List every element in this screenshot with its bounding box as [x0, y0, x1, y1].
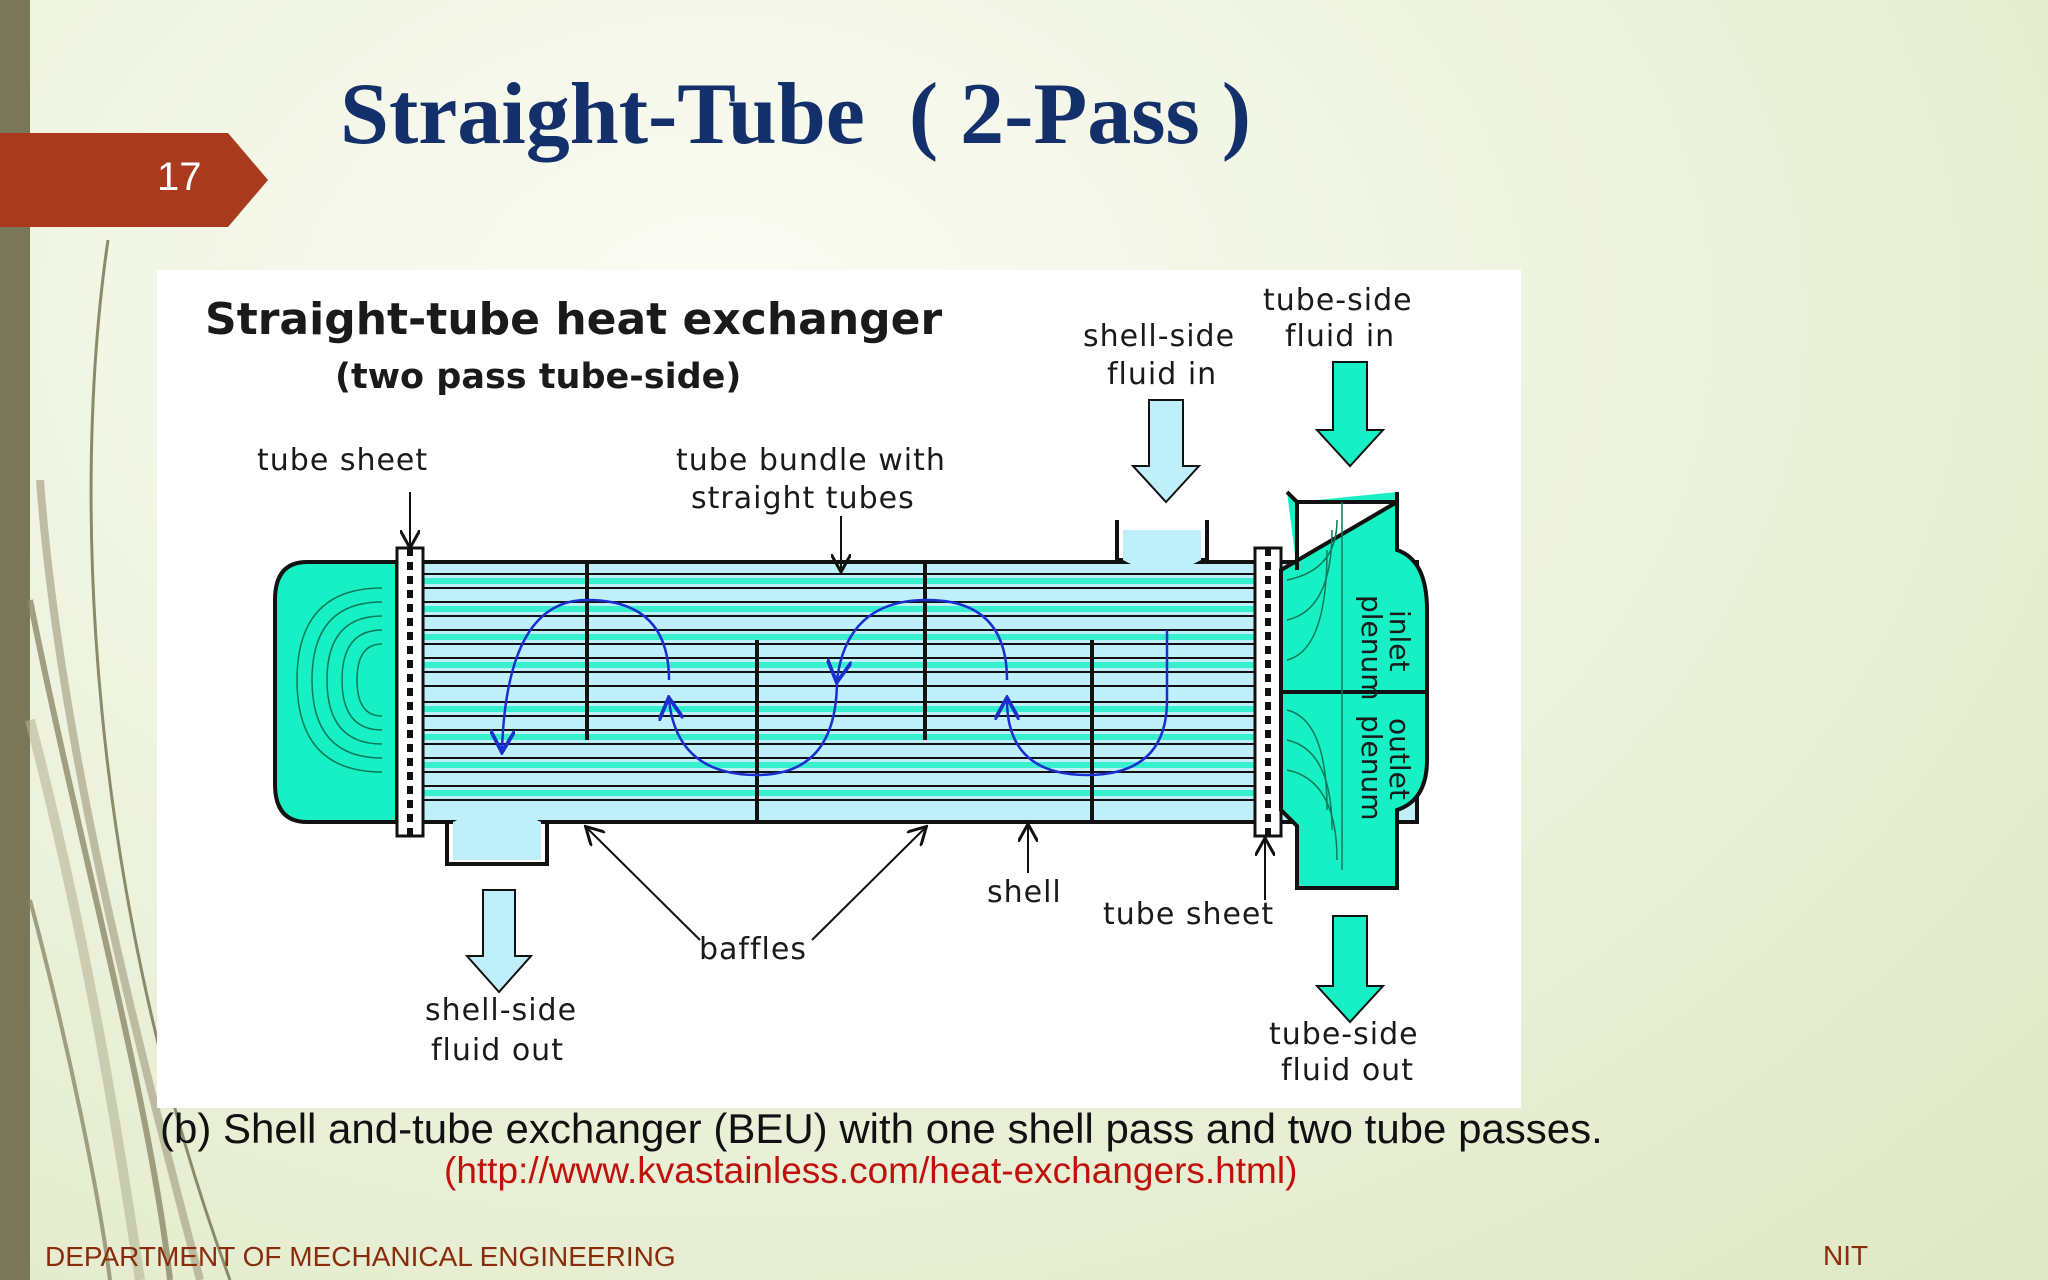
slide-title: Straight-Tube ( 2-Pass ): [340, 66, 1252, 163]
diagram-subheading: (two pass tube-side): [335, 357, 741, 397]
shell-outlet-nozzle: [453, 811, 541, 860]
tube-bundle-label-2: straight tubes: [691, 481, 915, 516]
tube-inlet-arrow: [1314, 361, 1386, 468]
footer-department: DEPARTMENT OF MECHANICAL ENGINEERING: [45, 1241, 676, 1272]
diagram-heading: Straight-tube heat exchanger: [205, 294, 943, 345]
baffles-label: baffles: [699, 932, 807, 967]
shell-label: shell: [987, 875, 1062, 910]
baffles: [585, 562, 1094, 822]
tube-bundle-label-1: tube bundle with: [676, 443, 946, 478]
shell-outlet-arrow: [464, 889, 534, 994]
inlet-plenum-label-1: inlet: [1383, 610, 1416, 672]
outlet-plenum-label-1: outlet: [1383, 718, 1416, 800]
page-number-tab: [0, 133, 268, 227]
left-head: [273, 560, 399, 824]
shell-flow-path: [502, 598, 1169, 777]
tube-bundle: [397, 573, 1257, 801]
shell-out-label-2: fluid out: [431, 1033, 564, 1068]
shell-inlet-arrow: [1130, 399, 1202, 504]
outlet-plenum-label-2: plenum: [1355, 715, 1388, 821]
inlet-plenum-label-2: plenum: [1355, 595, 1388, 701]
page-number: 17: [157, 155, 202, 199]
figure-caption: (b) Shell and-tube exchanger (BEU) with …: [160, 1105, 1603, 1152]
shell-in-label-1: shell-side: [1083, 319, 1235, 354]
heat-exchanger-figure: Straight-tube heat exchanger (two pass t…: [157, 270, 1521, 1108]
shell-inlet-nozzle: [1123, 530, 1201, 571]
decorative-stripes: [25, 239, 232, 1280]
tube-in-label-1: tube-side: [1263, 283, 1413, 318]
shell-in-label-2: fluid in: [1107, 357, 1217, 392]
footer-institute: NIT: [1823, 1240, 1869, 1271]
source-link[interactable]: (http://www.kvastainless.com/heat-exchan…: [444, 1150, 1298, 1191]
tube-outlet-arrow: [1314, 915, 1386, 1024]
shell-out-label-1: shell-side: [425, 993, 577, 1028]
tube-out-label-2: fluid out: [1281, 1053, 1414, 1088]
tube-sheet-left-label: tube sheet: [257, 443, 428, 478]
tube-sheet-right-label: tube sheet: [1103, 897, 1274, 932]
u-turn-flow: [296, 587, 383, 773]
tube-out-label-1: tube-side: [1269, 1017, 1419, 1052]
heat-exchanger-diagram: Straight-tube heat exchanger (two pass t…: [205, 283, 1429, 1088]
tube-in-label-2: fluid in: [1285, 319, 1395, 354]
